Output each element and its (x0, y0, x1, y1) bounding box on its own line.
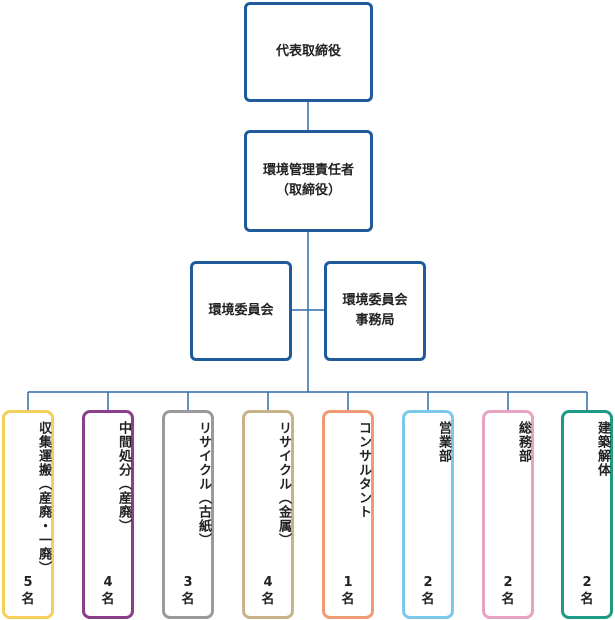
env-committee-box: 環境委員会 (190, 261, 292, 361)
dept-name: 収集運搬（産廃・一廃） (36, 421, 51, 575)
dept-name: リサイクル（金属） (276, 421, 291, 547)
env-manager-box: 環境管理責任者 （取締役） (244, 130, 373, 232)
dept-name: 総務部 (516, 421, 531, 463)
env-committee-label: 環境委員会 (208, 303, 274, 318)
env-secretariat-box: 環境委員会 事務局 (324, 261, 426, 361)
ceo-box: 代表取締役 (244, 2, 373, 102)
env-secretariat-title: 環境委員会 (342, 293, 408, 308)
dept-name: リサイクル（古紙） (196, 421, 211, 547)
dept-name: コンサルタント (356, 421, 371, 519)
env-secretariat-subtitle: 事務局 (355, 313, 395, 328)
env-manager-subtitle: （取締役） (275, 183, 341, 198)
dept-name: 建築解体 (595, 421, 610, 477)
dept-name: 営業部 (436, 421, 451, 463)
dept-name: 中間処分（産廃） (116, 421, 131, 533)
ceo-label: 代表取締役 (275, 44, 341, 59)
env-manager-title: 環境管理責任者 (262, 163, 354, 178)
